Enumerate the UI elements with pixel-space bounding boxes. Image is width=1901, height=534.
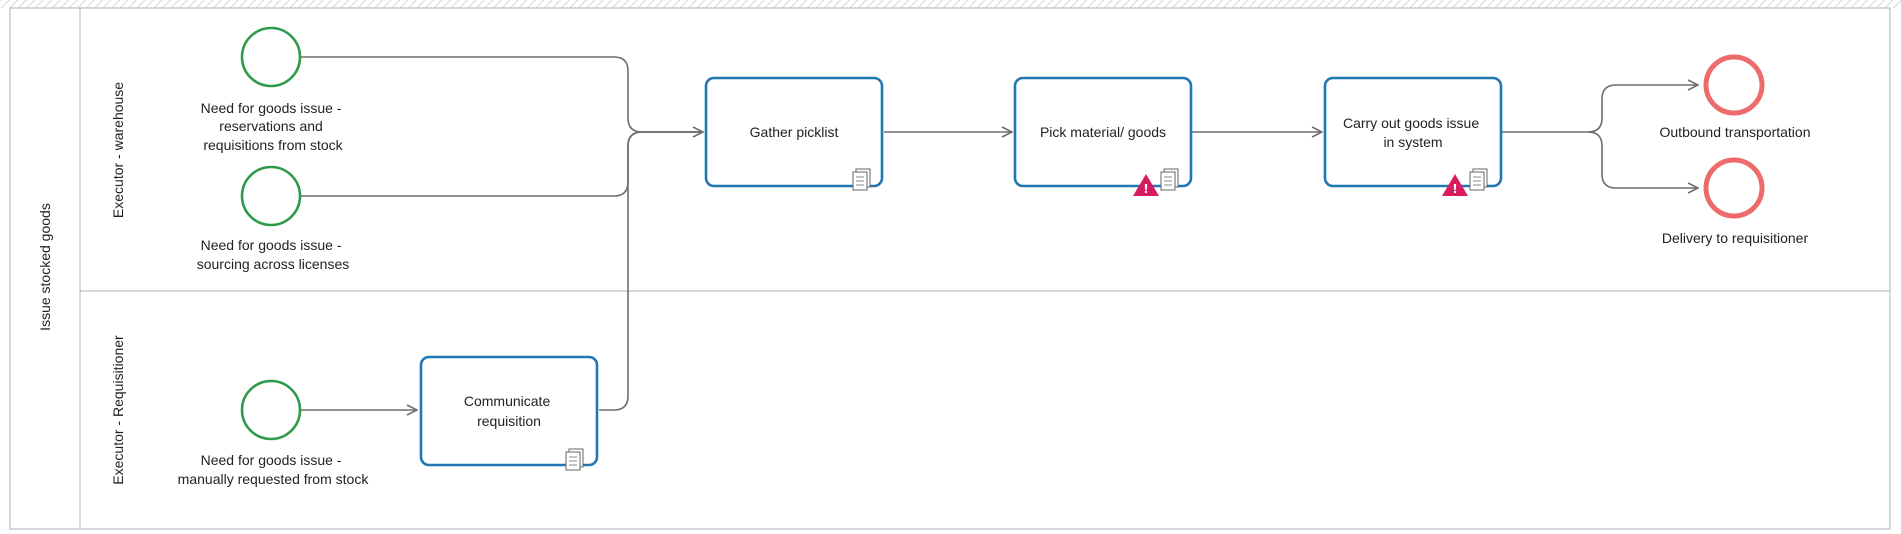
task-box[interactable] [704, 76, 884, 188]
document-icon [1469, 168, 1488, 191]
end-event-label: Outbound transportation [1660, 124, 1811, 140]
end-event-label: Delivery to requisitioner [1662, 230, 1809, 246]
sequence-flows [300, 56, 1698, 411]
end-event-circle[interactable] [1703, 157, 1765, 219]
top-hatch-strip [0, 0, 1901, 8]
flow-carry-to-outbound[interactable] [1502, 85, 1698, 133]
task-box[interactable] [1323, 76, 1503, 188]
document-icon [852, 168, 871, 191]
start-event-label: Need for goods issue - sourcing across l… [197, 237, 350, 272]
task-box[interactable] [419, 355, 599, 467]
start-event-label: Need for goods issue - reservations and … [201, 100, 346, 153]
warning-icon: ! [1133, 174, 1159, 196]
start-event-reservations[interactable]: Need for goods issue - reservations and … [201, 26, 346, 153]
lane-label-warehouse: Executor - warehouse [110, 82, 126, 218]
task-label: Gather picklist [750, 124, 839, 140]
document-icon [565, 448, 584, 471]
start-event-label: Need for goods issue - manually requeste… [178, 452, 370, 487]
flow-start1-to-gather[interactable] [300, 56, 703, 132]
flow-communicate-to-gather[interactable] [599, 131, 703, 411]
pool: Issue stocked goods Executor - warehouse… [9, 7, 1891, 530]
task-carry-out-goods-issue[interactable]: Carry out goods issue in system ! [1323, 76, 1503, 196]
start-event-manual[interactable]: Need for goods issue - manually requeste… [178, 379, 370, 487]
start-event-circle[interactable] [240, 165, 302, 227]
task-label: Pick material/ goods [1040, 124, 1166, 140]
start-event-circle[interactable] [240, 26, 302, 88]
pool-border [9, 7, 1891, 530]
pool-label: Issue stocked goods [37, 203, 53, 331]
task-label: Communicate requisition [464, 393, 554, 429]
task-box[interactable] [1013, 76, 1193, 188]
lane-label-requisitioner: Executor - Requisitioner [110, 335, 126, 485]
task-communicate-requisition[interactable]: Communicate requisition [419, 355, 599, 471]
warning-icon: ! [1442, 174, 1468, 196]
start-event-sourcing[interactable]: Need for goods issue - sourcing across l… [197, 165, 350, 272]
end-event-delivery[interactable]: Delivery to requisitioner [1662, 157, 1809, 246]
svg-text:!: ! [1452, 182, 1457, 196]
svg-text:!: ! [1143, 182, 1148, 196]
task-pick-material[interactable]: Pick material/ goods ! [1013, 76, 1193, 196]
start-event-circle[interactable] [240, 379, 302, 441]
document-icon [1160, 168, 1179, 191]
end-event-outbound[interactable]: Outbound transportation [1660, 54, 1811, 140]
end-event-circle[interactable] [1703, 54, 1765, 116]
flow-carry-to-delivery[interactable] [1587, 131, 1698, 188]
task-label: Carry out goods issue in system [1343, 115, 1483, 150]
task-gather-picklist[interactable]: Gather picklist [704, 76, 884, 191]
